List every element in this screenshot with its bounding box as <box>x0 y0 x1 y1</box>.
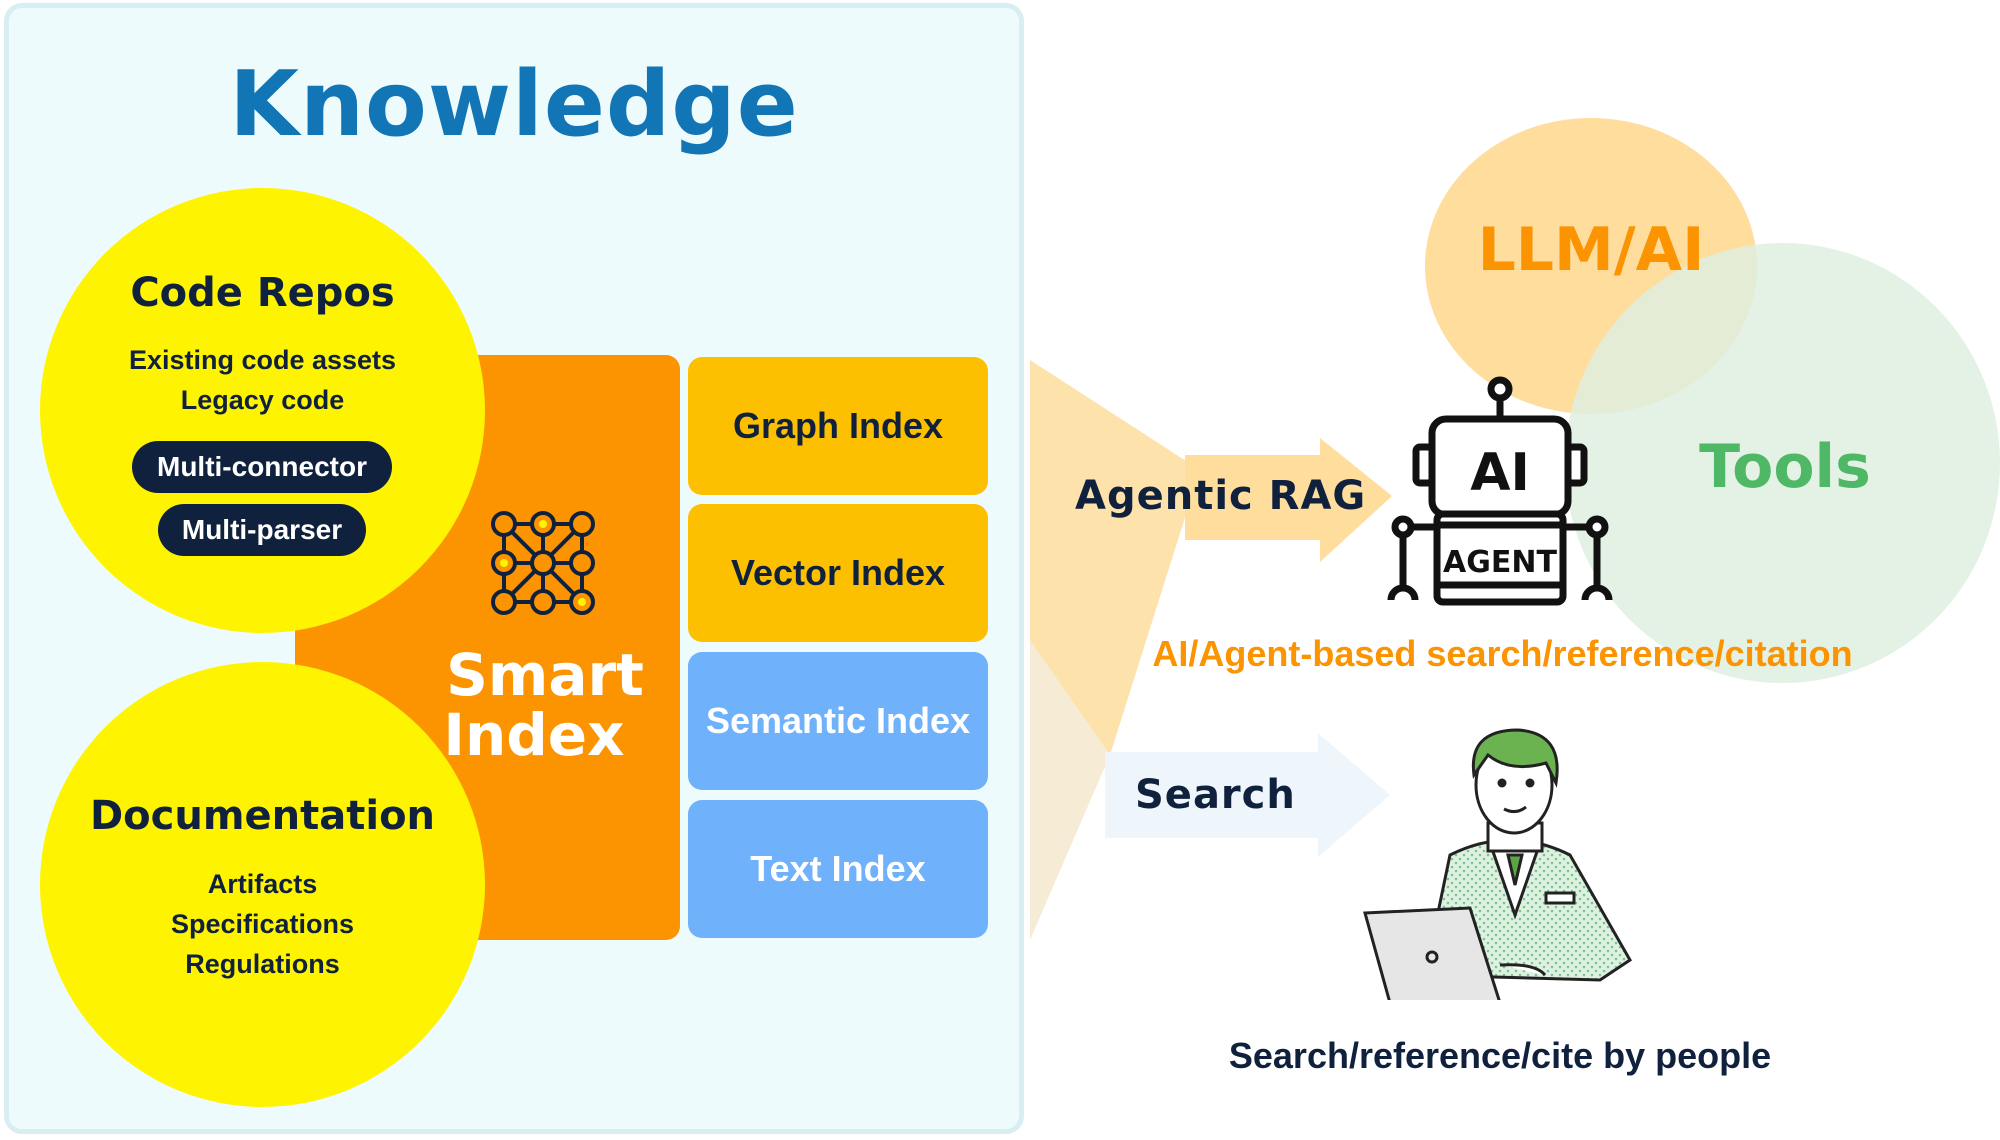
semantic-index-label: Semantic Index <box>705 700 971 741</box>
code-repos-line-2: Legacy code <box>180 385 345 415</box>
multi-connector-pill: Multi-connector <box>132 441 392 493</box>
vector-index-box: Vector Index <box>688 504 988 642</box>
documentation-line-3: Regulations <box>185 949 340 979</box>
knowledge-title: Knowledge <box>229 52 799 157</box>
search-flow-wedge <box>1030 640 1110 940</box>
documentation-circle <box>40 662 485 1107</box>
smart-index-line-1: Smart <box>446 641 644 709</box>
search-label: Search <box>1135 772 1296 818</box>
smart-index-label: Smart Index <box>443 641 645 765</box>
llm-ai-label: LLM/AI <box>1477 215 1705 285</box>
code-repos-heading: Code Repos <box>130 270 395 316</box>
agentic-rag-arrow <box>1185 438 1392 562</box>
robot-badge-text: AGENT <box>1443 545 1557 580</box>
people-caption: Search/reference/cite by people <box>1228 1035 1772 1076</box>
documentation-line-2: Specifications <box>170 909 355 939</box>
vector-index-label: Vector Index <box>730 552 946 593</box>
documentation-heading: Documentation <box>89 793 436 839</box>
semantic-index-box: Semantic Index <box>688 652 988 790</box>
graph-index-box: Graph Index <box>688 357 988 495</box>
text-index-label: Text Index <box>750 848 926 889</box>
agentic-flow-wedge <box>1030 360 1200 755</box>
code-repos-circle <box>40 188 485 633</box>
graph-index-label: Graph Index <box>732 405 944 446</box>
network-grid-icon <box>491 511 595 615</box>
text-index-box: Text Index <box>688 800 988 938</box>
ai-agent-robot-icon: AI AGENT <box>1387 376 1613 606</box>
robot-screen-text: AI <box>1470 443 1530 503</box>
search-arrow <box>1105 733 1390 857</box>
agentic-rag-label: Agentic RAG <box>1075 473 1367 519</box>
code-repos-line-1: Existing code assets <box>128 345 397 375</box>
smart-index-line-2: Index <box>443 701 625 769</box>
person-laptop-icon <box>1363 728 1632 1000</box>
tools-label: Tools <box>1699 432 1871 502</box>
tools-circle <box>1565 243 2000 683</box>
documentation-line-1: Artifacts <box>207 869 318 899</box>
ai-caption: AI/Agent-based search/reference/citation <box>1152 633 1853 674</box>
multi-parser-pill: Multi-parser <box>158 504 366 556</box>
